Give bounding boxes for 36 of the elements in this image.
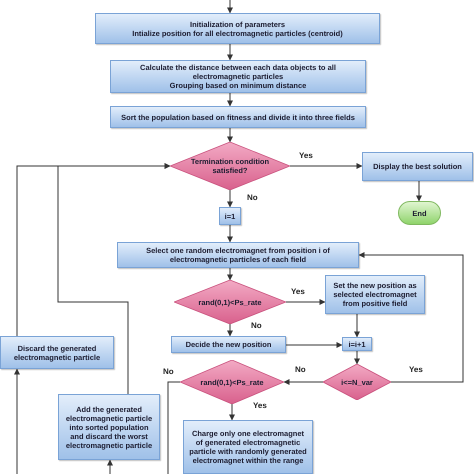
decision-diamond: [174, 280, 286, 324]
process-box: [0, 336, 114, 369]
process-box: [110, 60, 366, 93]
arrow: [416, 180, 422, 202]
arrow: [286, 342, 342, 348]
process-box: [362, 152, 473, 181]
arrow: [227, 324, 233, 336]
arrow: [227, 92, 233, 106]
process-box: [342, 337, 372, 351]
process-box: [219, 207, 241, 225]
arrow: [284, 379, 324, 385]
arrow: [358, 252, 464, 382]
process-box: [171, 336, 286, 353]
arrow: [227, 224, 233, 242]
arrow: [354, 314, 360, 338]
arrow: [227, 190, 233, 208]
arrow: [227, 0, 233, 14]
decision-diamond: [323, 364, 391, 400]
arrow: [354, 350, 360, 364]
arrow: [14, 368, 20, 474]
arrow: [227, 44, 233, 60]
arrow: [229, 404, 235, 420]
arrow: [290, 163, 362, 169]
process-box: [117, 242, 359, 268]
process-box: [58, 394, 160, 460]
decision-diamond: [170, 142, 290, 190]
process-box: [325, 275, 425, 314]
process-box: [110, 106, 366, 128]
arrow: [58, 163, 170, 394]
arrow: [227, 128, 233, 142]
arrow: [107, 460, 113, 474]
decision-diamond: [180, 360, 284, 404]
process-box: [95, 13, 380, 44]
arrow: [227, 268, 233, 280]
arrow: [286, 299, 326, 305]
process-box: [183, 420, 313, 474]
